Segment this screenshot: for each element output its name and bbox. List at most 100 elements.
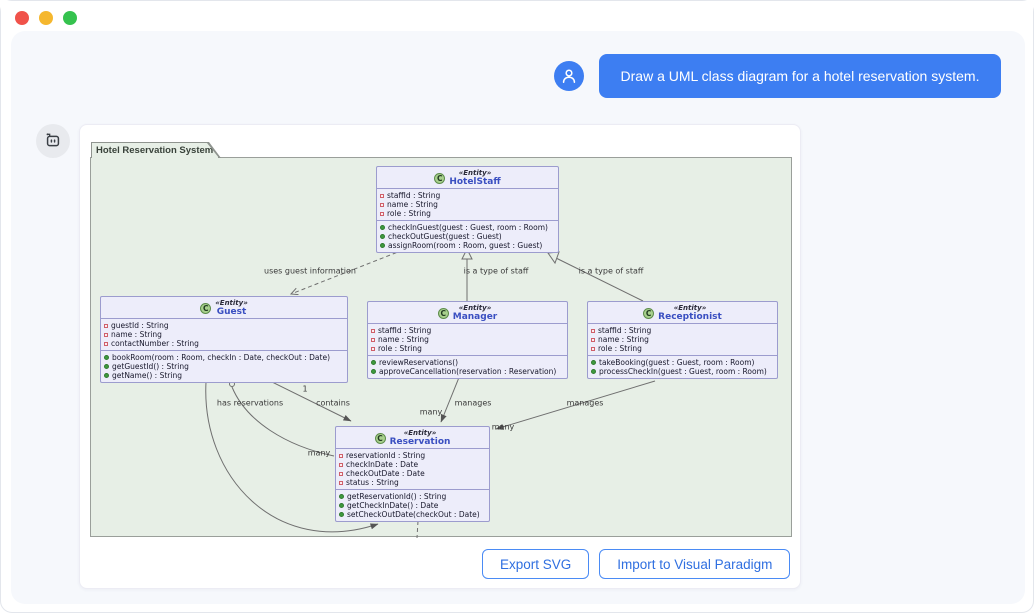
operation: getName() : String [104, 371, 344, 380]
operations-section: checkInGuest(guest : Guest, room : Room)… [377, 220, 558, 252]
attribute-icon [371, 337, 375, 342]
edge-label: is a type of staff [463, 266, 529, 276]
class-name: Receptionist [658, 312, 722, 322]
operation: checkInGuest(guest : Guest, room : Room) [380, 223, 555, 232]
edge-label: many [491, 422, 515, 432]
class-header: C «Entity» HotelStaff [377, 167, 558, 188]
attribute-icon [104, 341, 108, 346]
attribute: role : String [380, 209, 555, 218]
class-header: C «Entity» Manager [368, 302, 567, 323]
operation-icon [591, 369, 596, 374]
operation-icon [104, 373, 109, 378]
edge-label: manages [454, 398, 492, 408]
edge-stub-dashed [416, 520, 419, 538]
attribute: name : String [104, 330, 344, 339]
class-name: Reservation [389, 437, 451, 447]
window-titlebar [1, 1, 1033, 31]
operation-icon [371, 369, 376, 374]
attribute-icon [371, 346, 375, 351]
operation-icon [104, 364, 109, 369]
content-panel: Draw a UML class diagram for a hotel res… [11, 31, 1025, 604]
edge-generalization-receptionist [555, 257, 644, 302]
diagram-actions: Export SVG Import to Visual Paradigm [482, 549, 791, 579]
attribute-icon [591, 337, 595, 342]
user-message-bubble: Draw a UML class diagram for a hotel res… [599, 54, 1001, 98]
uml-edges [205, 247, 656, 538]
attribute: contactNumber : String [104, 339, 344, 348]
minimize-window-button[interactable] [39, 11, 53, 25]
generalization-arrow-receptionist [547, 251, 560, 265]
class-name: Guest [216, 307, 247, 317]
edge-label: many [307, 448, 331, 458]
operation: approveCancellation(reservation : Reserv… [371, 367, 564, 376]
operation-icon [104, 355, 109, 360]
attribute-icon [339, 453, 343, 458]
import-visual-paradigm-button[interactable]: Import to Visual Paradigm [599, 549, 791, 579]
robot-icon [46, 133, 60, 147]
operation: getCheckInDate() : Date [339, 501, 486, 510]
operation-icon [339, 512, 344, 517]
attribute-icon [339, 480, 343, 485]
attribute-icon [104, 332, 108, 337]
class-name: HotelStaff [449, 177, 501, 187]
attribute-icon [591, 328, 595, 333]
operation: bookRoom(room : Room, checkIn : Date, ch… [104, 353, 344, 362]
diagram-frame-title: Hotel Reservation System [92, 143, 218, 158]
class-c-icon: C [200, 302, 212, 314]
attribute-icon [591, 346, 595, 351]
operation-icon [380, 225, 385, 230]
attribute: guestId : String [104, 321, 344, 330]
operations-section: reviewReservations()approveCancellation(… [368, 355, 567, 378]
operations-section: bookRoom(room : Room, checkIn : Date, ch… [101, 350, 347, 382]
edge-manages-receptionist [495, 380, 656, 430]
edge-guest-reservation-arc [205, 381, 379, 533]
uml-class-reservation[interactable]: C «Entity» Reservation reservationId : S… [335, 426, 490, 522]
attribute: staffId : String [380, 191, 555, 200]
edge-label: is a type of staff [578, 266, 644, 276]
edge-dependency-uses-guest-information [291, 249, 404, 294]
attribute: checkOutDate : Date [339, 469, 486, 478]
class-c-icon: C [437, 307, 449, 319]
edge-manages-manager [440, 374, 461, 423]
edge-label: many [419, 407, 443, 417]
user-avatar [554, 61, 584, 91]
attribute: name : String [380, 200, 555, 209]
close-window-button[interactable] [15, 11, 29, 25]
export-svg-button[interactable]: Export SVG [482, 549, 590, 579]
uml-class-receptionist[interactable]: C «Entity» Receptionist staffId : String… [587, 301, 778, 379]
attribute: role : String [591, 344, 774, 353]
operation-icon [371, 360, 376, 365]
attribute: reservationId : String [339, 451, 486, 460]
edge-contains [267, 379, 352, 422]
operation-icon [339, 494, 344, 499]
class-header: C «Entity» Guest [101, 297, 347, 318]
operation: getReservationId() : String [339, 492, 486, 501]
attribute-icon [371, 328, 375, 333]
edge-label: 1 [302, 384, 308, 394]
zoom-window-button[interactable] [63, 11, 77, 25]
generalization-arrow-manager [461, 247, 473, 260]
class-header: C «Entity» Receptionist [588, 302, 777, 323]
class-stereotype: «Entity» [458, 169, 492, 177]
class-c-icon: C [374, 432, 386, 444]
attribute-icon [380, 193, 384, 198]
edge-has-reservations [231, 386, 335, 457]
operation: setCheckOutDate(checkOut : Date) [339, 510, 486, 519]
class-stereotype: «Entity» [403, 429, 437, 437]
edge-label: uses guest information [264, 266, 356, 276]
attribute: name : String [371, 335, 564, 344]
attribute-icon [380, 211, 384, 216]
operation: assignRoom(room : Room, guest : Guest) [380, 241, 555, 250]
attribute: staffId : String [591, 326, 774, 335]
attribute: staffId : String [371, 326, 564, 335]
class-stereotype: «Entity» [673, 304, 707, 312]
